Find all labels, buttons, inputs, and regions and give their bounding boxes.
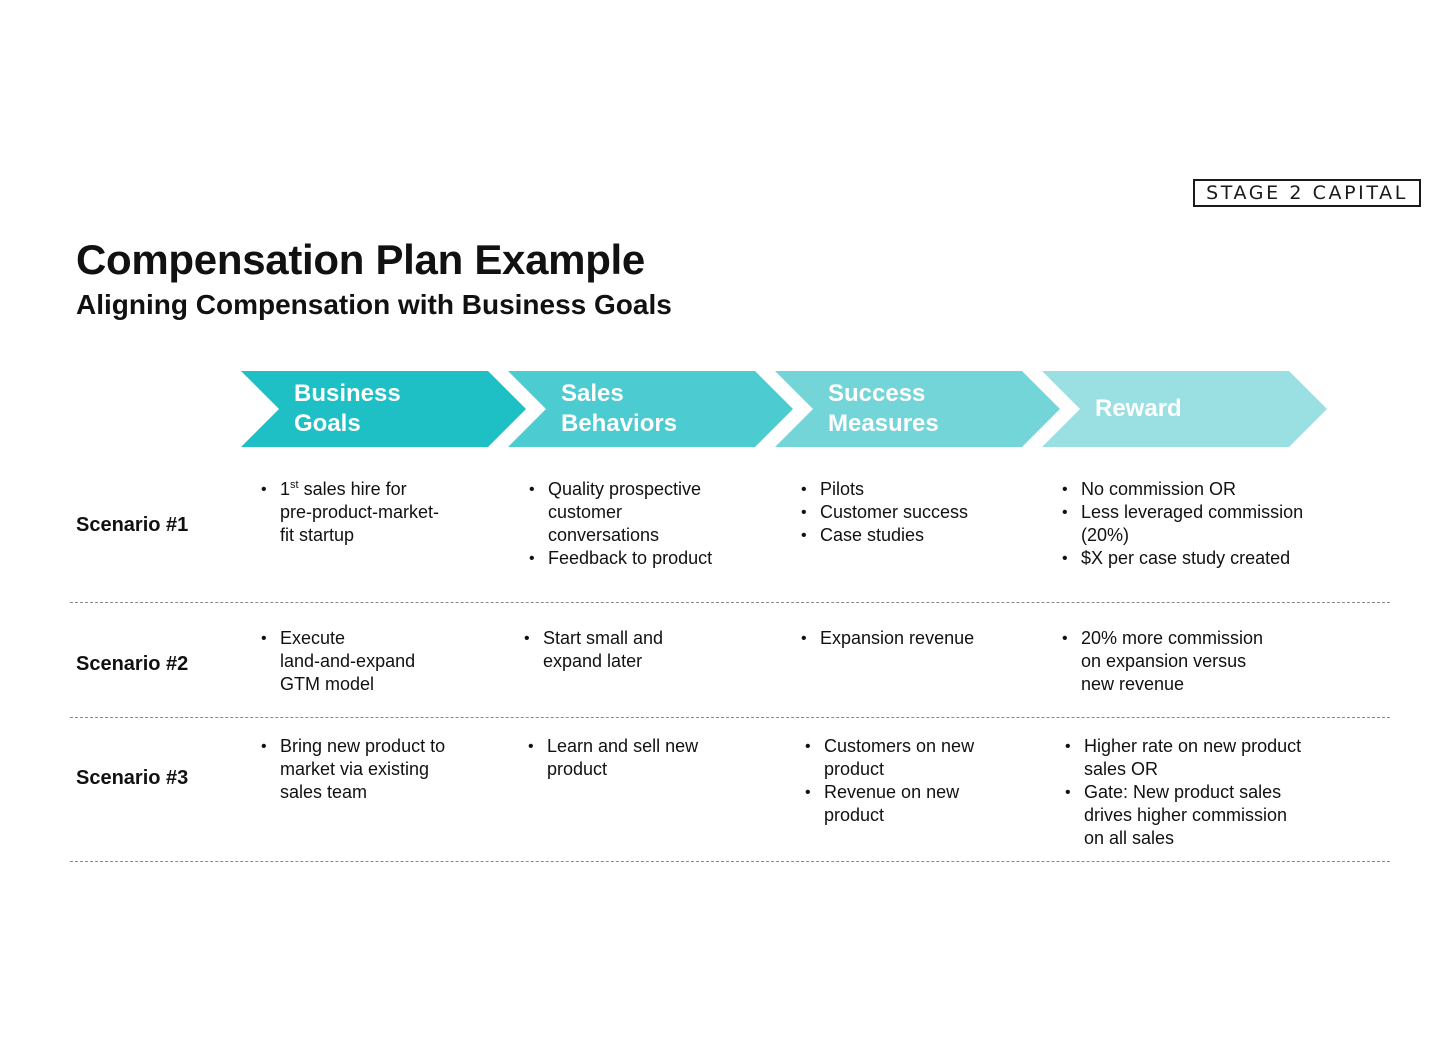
list-item: Revenue on new product — [805, 781, 1035, 827]
list-item-text: No commission OR — [1081, 479, 1237, 499]
list-item: Gate: New product sales drives higher co… — [1065, 781, 1355, 850]
list-item: $X per case study created — [1062, 547, 1352, 570]
list-item-text: Start small and expand later — [543, 628, 664, 671]
list-item-text: Pilots — [820, 479, 865, 499]
list-item-text: Quality prospective customer conversatio… — [548, 479, 702, 545]
list-item: Execute land-and-expand GTM model — [261, 627, 481, 696]
list-item-text: Execute land-and-expand GTM model — [280, 628, 416, 694]
row-divider — [70, 861, 1390, 862]
column-header-reward: Reward — [1095, 395, 1182, 422]
chevron-reward — [1042, 371, 1327, 447]
ordinal-prefix: 1 — [280, 479, 291, 499]
list-item-text: Less leveraged commission (20%) — [1081, 502, 1304, 545]
list-item: Customers on new product — [805, 735, 1035, 781]
list-item: Customer success — [801, 501, 1031, 524]
scenario-1-sales-behaviors: Quality prospective customer conversatio… — [529, 478, 759, 570]
chevron-business-goals — [241, 371, 526, 447]
column-header-business-goals: Business Goals — [294, 380, 401, 437]
list-item: Higher rate on new product sales OR — [1065, 735, 1355, 781]
row-divider — [70, 717, 1390, 718]
list-item: Bring new product to market via existing… — [261, 735, 491, 804]
scenario-1-business-goals: 1st sales hire for pre-product-market- f… — [261, 478, 481, 547]
scenario-2-reward: 20% more commission on expansion versus … — [1062, 627, 1352, 696]
stage2-capital-logo: STAGE 2 CAPITAL — [1193, 179, 1421, 207]
list-item-text: Customers on new product — [824, 736, 975, 779]
list-item: Start small and expand later — [524, 627, 754, 673]
list-item: 1st sales hire for pre-product-market- f… — [261, 478, 481, 547]
list-item: Quality prospective customer conversatio… — [529, 478, 759, 547]
column-header-success-measures: Success Measures — [828, 380, 939, 437]
page-subtitle: Aligning Compensation with Business Goal… — [76, 289, 672, 320]
list-item: Less leveraged commission (20%) — [1062, 501, 1352, 547]
chevron-success-measures — [775, 371, 1060, 447]
list-item-text: Revenue on new product — [824, 782, 960, 825]
list-item-text: Expansion revenue — [820, 628, 975, 648]
scenario-1-label: Scenario #1 — [76, 514, 189, 536]
chevron-sales-behaviors — [508, 371, 793, 447]
list-item-text: Case studies — [820, 525, 925, 545]
list-item: Expansion revenue — [801, 627, 1031, 650]
ordinal-suffix: st — [290, 479, 299, 491]
list-item: Pilots — [801, 478, 1031, 501]
list-item: No commission OR — [1062, 478, 1352, 501]
list-item-text: Bring new product to market via existing… — [280, 736, 446, 802]
scenario-2-label: Scenario #2 — [76, 653, 189, 675]
list-item-text: Customer success — [820, 502, 969, 522]
page-title: Compensation Plan Example — [76, 236, 645, 283]
list-item-text: $X per case study created — [1081, 548, 1291, 568]
scenario-3-success-measures: Customers on new productRevenue on new p… — [805, 735, 1035, 827]
list-item-text: sales hire for pre-product-market- fit s… — [280, 479, 440, 545]
scenario-2-sales-behaviors: Start small and expand later — [524, 627, 754, 673]
list-item: 20% more commission on expansion versus … — [1062, 627, 1352, 696]
scenario-3-reward: Higher rate on new product sales ORGate:… — [1065, 735, 1355, 850]
row-divider — [70, 602, 1390, 603]
list-item-text: Gate: New product sales drives higher co… — [1084, 782, 1288, 848]
scenario-2-success-measures: Expansion revenue — [801, 627, 1031, 650]
scenario-3-business-goals: Bring new product to market via existing… — [261, 735, 491, 804]
list-item: Case studies — [801, 524, 1031, 547]
scenario-1-success-measures: PilotsCustomer successCase studies — [801, 478, 1031, 547]
column-header-sales-behaviors: Sales Behaviors — [561, 380, 678, 437]
list-item-text: 20% more commission on expansion versus … — [1081, 628, 1264, 694]
scenario-1-reward: No commission OR Less leveraged commissio… — [1062, 478, 1352, 570]
list-item-text: Feedback to product — [548, 548, 713, 568]
list-item: Learn and sell new product — [528, 735, 758, 781]
list-item-text: Higher rate on new product sales OR — [1084, 736, 1302, 779]
list-item: Feedback to product — [529, 547, 759, 570]
scenario-2-business-goals: Execute land-and-expand GTM model — [261, 627, 481, 696]
list-item-text: Learn and sell new product — [547, 736, 699, 779]
scenario-3-sales-behaviors: Learn and sell new product — [528, 735, 758, 781]
scenario-3-label: Scenario #3 — [76, 767, 189, 789]
